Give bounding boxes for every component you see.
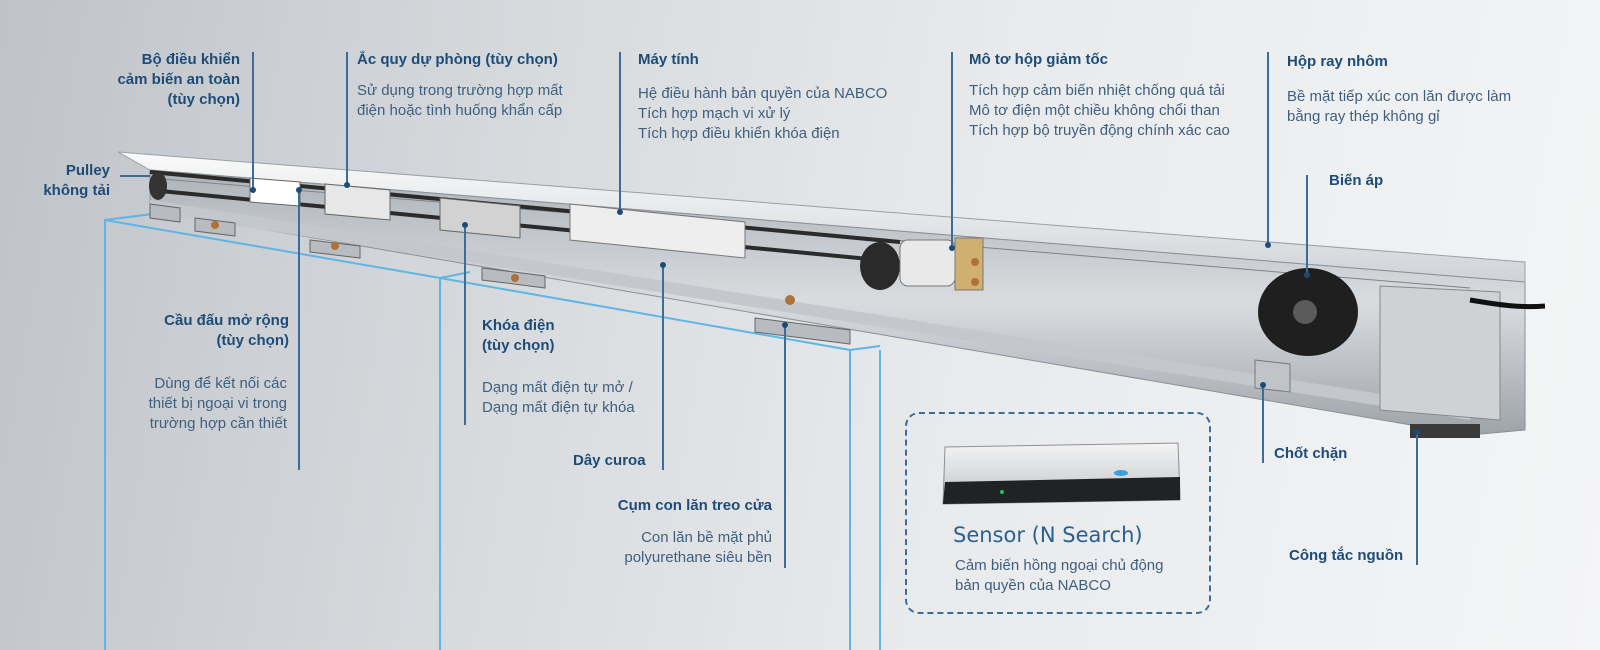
label-electric-lock: Khóa điện (tùy chọn) bbox=[482, 317, 555, 354]
leader-dots bbox=[250, 182, 1420, 435]
label-aluminum-rail: Hộp ray nhôm bbox=[1287, 53, 1388, 70]
leader-lines bbox=[120, 52, 1418, 568]
label-gear-motor: Mô tơ hộp giảm tốc bbox=[969, 51, 1108, 68]
sensor-device-image bbox=[942, 442, 1181, 505]
label-extension-terminal: Cầu đấu mở rộng (tùy chọn) bbox=[164, 312, 289, 349]
label-safety-sensor-controller: Bộ điều khiển cảm biến an toàn (tùy chọn… bbox=[117, 51, 240, 108]
label-transformer: Biến áp bbox=[1329, 172, 1384, 189]
label-backup-battery: Ắc quy dự phòng (tùy chọn) bbox=[357, 51, 558, 68]
label-door-stopper: Chốt chặn bbox=[1274, 445, 1348, 462]
desc-electric-lock: Dạng mất điện tự mở / Dạng mất điện tự k… bbox=[482, 379, 635, 416]
desc-extension-terminal: Dùng để kết nối các thiết bị ngoại vi tr… bbox=[148, 375, 287, 432]
desc-backup-battery: Sử dụng trong trường hợp mất điện hoặc t… bbox=[357, 82, 563, 119]
label-door-hanger-roller: Cụm con lăn treo cửa bbox=[617, 497, 772, 514]
desc-computer: Hệ điều hành bản quyền của NABCO Tích hợ… bbox=[638, 85, 888, 142]
door-panel-outlines bbox=[104, 213, 881, 650]
desc-aluminum-rail: Bề mặt tiếp xúc con lăn được làm bằng ra… bbox=[1287, 88, 1512, 125]
label-power-switch: Công tắc nguồn bbox=[1289, 547, 1404, 564]
operator-rail bbox=[117, 151, 1546, 438]
sensor-inset-box bbox=[905, 412, 1211, 614]
label-computer: Máy tính bbox=[638, 51, 699, 68]
desc-gear-motor: Tích hợp cảm biến nhiệt chống quá tải Mô… bbox=[969, 82, 1230, 139]
sensor-description: Cảm biến hồng ngoại chủ động bản quyền c… bbox=[955, 557, 1164, 594]
sensor-title: Sensor (N Search) bbox=[953, 523, 1143, 547]
desc-door-hanger-roller: Con lăn bề mặt phủ polyurethane siêu bền bbox=[624, 529, 772, 566]
label-idle-pulley: Pulley không tải bbox=[43, 162, 110, 199]
label-belt: Dây curoa bbox=[573, 452, 646, 469]
